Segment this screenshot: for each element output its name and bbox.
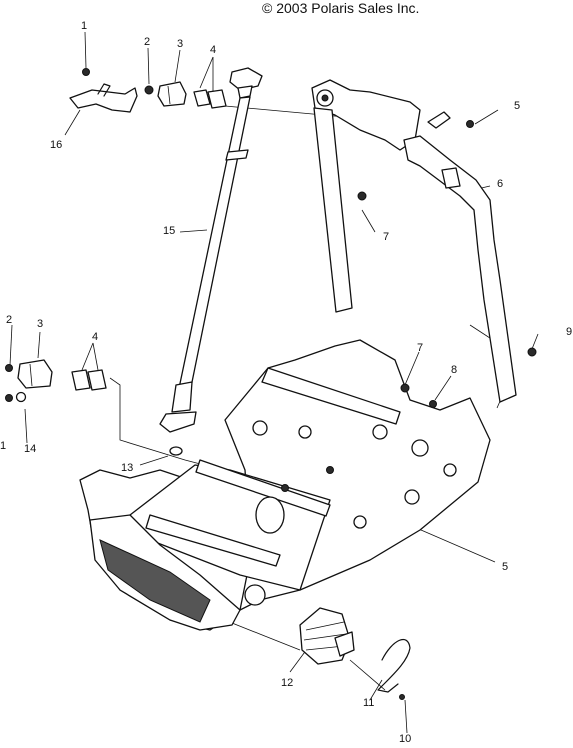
steering-column-15	[159, 67, 263, 433]
nut-7-mid	[400, 383, 410, 393]
callout-8: 8	[451, 364, 458, 376]
bolt-8	[429, 400, 437, 408]
callout-12: 12	[281, 677, 294, 689]
clamp-3-top	[157, 81, 187, 107]
nut-7-top	[357, 191, 367, 201]
callout-4-left: 4	[92, 331, 99, 343]
callout-3-top: 3	[177, 38, 184, 50]
callout-7-mid: 7	[417, 342, 424, 354]
clamp-4-top-b	[207, 89, 227, 109]
clamps-top	[157, 81, 227, 109]
nut-1-left	[5, 394, 13, 402]
callout-15: 15	[163, 225, 176, 237]
roll-bar-6	[311, 79, 537, 403]
callout-13: 13	[121, 462, 134, 474]
nut-1-top	[82, 68, 90, 76]
callout-1-left: 1	[0, 440, 7, 452]
clamp-3-left	[17, 359, 53, 389]
callout-6: 6	[497, 178, 504, 190]
left-bracket-assembly	[5, 359, 183, 456]
callout-16: 16	[50, 139, 63, 151]
grommet-13	[169, 446, 183, 456]
callout-14: 14	[24, 443, 37, 455]
clamp-4-left-a	[71, 369, 91, 391]
bolt-5-top	[466, 120, 474, 128]
nut-2-top	[144, 85, 154, 95]
nut-9	[527, 347, 537, 357]
callout-5-top: 5	[514, 100, 521, 112]
callout-7-top: 7	[383, 231, 390, 243]
callout-3-left: 3	[37, 318, 44, 330]
main-frame	[79, 339, 491, 631]
callout-5-bottom: 5	[502, 561, 509, 573]
nut-2-left	[5, 364, 13, 372]
callout-2-top: 2	[144, 36, 151, 48]
retainer-11	[377, 638, 411, 700]
washer-14	[15, 391, 27, 403]
copyright-text: © 2003 Polaris Sales Inc.	[262, 0, 420, 16]
callout-4-top: 4	[210, 44, 217, 56]
callout-11: 11	[363, 697, 375, 709]
upper-bracket-16	[69, 68, 154, 113]
callout-9: 9	[566, 326, 573, 338]
clamp-4-left-b	[87, 369, 107, 391]
callout-10: 10	[399, 733, 412, 745]
screw-10	[399, 694, 405, 700]
callout-1-top: 1	[81, 20, 88, 32]
clamp-4-top-a	[193, 89, 211, 107]
shift-boot-12	[299, 607, 355, 665]
callout-2-left: 2	[6, 314, 13, 326]
bolt-5-bottom	[326, 466, 334, 474]
